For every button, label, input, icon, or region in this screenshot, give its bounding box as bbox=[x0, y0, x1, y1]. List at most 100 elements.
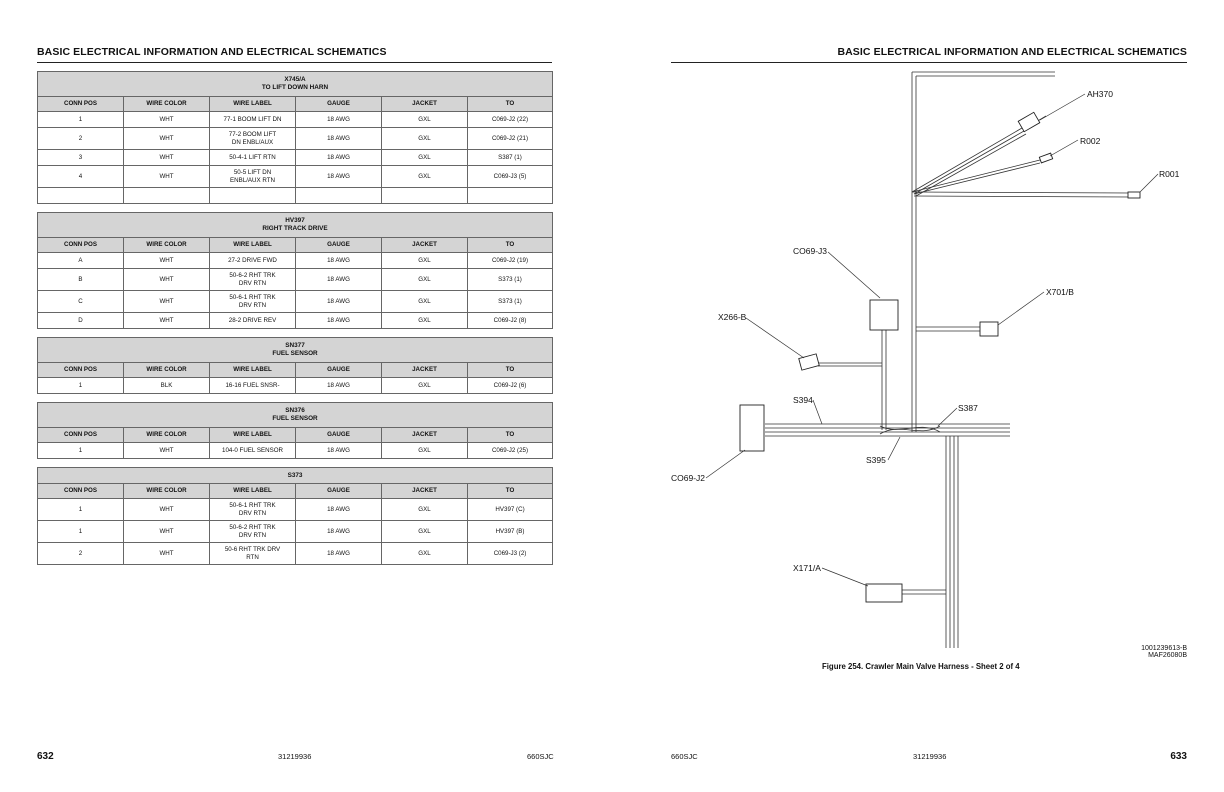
table-cell: WHT bbox=[123, 268, 210, 291]
table-cell: 1 bbox=[37, 377, 124, 394]
column-header: WIRE LABEL bbox=[209, 362, 296, 378]
column-header: GAUGE bbox=[295, 362, 382, 378]
column-header: TO bbox=[466, 96, 554, 112]
table-cell: 18 AWG bbox=[295, 542, 382, 565]
table-gap bbox=[37, 459, 552, 467]
table-cell: GXL bbox=[381, 127, 468, 150]
column-header: CONN POS bbox=[37, 427, 124, 443]
table-cell: 3 bbox=[37, 149, 124, 166]
table-title: S373 bbox=[36, 467, 554, 484]
table-cell: B bbox=[37, 268, 124, 291]
label-s394: S394 bbox=[793, 395, 813, 405]
table-cell bbox=[381, 187, 468, 204]
drawing-number-2: MAF26080B bbox=[1148, 652, 1187, 660]
label-ah370: AH370 bbox=[1087, 89, 1113, 99]
column-header: JACKET bbox=[381, 427, 468, 443]
leader-x701b bbox=[997, 291, 1045, 326]
column-header: WIRE COLOR bbox=[123, 96, 210, 112]
figure-caption: Figure 254. Crawler Main Valve Harness -… bbox=[822, 662, 1020, 671]
table-cell: GXL bbox=[381, 377, 468, 394]
table-cell: 50-5 LIFT DN ENBL/AUX RTN bbox=[209, 165, 296, 188]
column-header: TO bbox=[467, 427, 553, 443]
table-cell: GXL bbox=[381, 165, 468, 188]
r001-branch-wire bbox=[911, 191, 1131, 198]
table-cell: C bbox=[37, 290, 124, 313]
column-header: CONN POS bbox=[37, 237, 124, 253]
right-doc-number: 31219936 bbox=[913, 752, 947, 761]
table-cell: 18 AWG bbox=[295, 268, 382, 291]
left-model: 660SJC bbox=[527, 752, 554, 761]
table-cell: 18 AWG bbox=[295, 127, 382, 150]
right-model: 660SJC bbox=[671, 752, 698, 761]
table-cell: 77-1 BOOM LIFT DN bbox=[209, 111, 296, 128]
table-cell: 18 AWG bbox=[295, 149, 382, 166]
leader-r001 bbox=[1139, 173, 1159, 193]
table-cell: S373 (1) bbox=[466, 290, 554, 313]
table-cell: 104-0 FUEL SENSOR bbox=[209, 442, 296, 459]
leader-s395 bbox=[887, 436, 901, 461]
table-cell: 50-6-2 RHT TRK DRV RTN bbox=[209, 520, 296, 543]
column-header: JACKET bbox=[381, 362, 468, 378]
table-cell: 18 AWG bbox=[295, 498, 382, 521]
table-title-line1: SN377 bbox=[285, 342, 305, 349]
table-cell: GXL bbox=[381, 252, 468, 269]
table-cell: C069-J2 (21) bbox=[466, 127, 554, 150]
table-cell: 18 AWG bbox=[295, 520, 382, 543]
table-cell: 18 AWG bbox=[295, 252, 382, 269]
leader-co69j3 bbox=[827, 251, 881, 299]
table-title-line1: X745/A bbox=[284, 76, 306, 83]
column-header: CONN POS bbox=[37, 362, 124, 378]
r002-branch-wire bbox=[911, 159, 1041, 195]
label-r001: R001 bbox=[1159, 169, 1180, 179]
table-cell: GXL bbox=[381, 520, 468, 543]
table-cell: HV397 (C) bbox=[466, 498, 554, 521]
r001-connector bbox=[1127, 191, 1141, 199]
table-title-line2: FUEL SENSOR bbox=[272, 415, 318, 422]
table-cell: WHT bbox=[123, 127, 210, 150]
page-header-right: BASIC ELECTRICAL INFORMATION AND ELECTRI… bbox=[837, 46, 1187, 58]
table-cell: GXL bbox=[381, 149, 468, 166]
main-bundle-wire bbox=[765, 423, 1010, 437]
table-cell bbox=[209, 187, 296, 204]
table-cell: 50-6-2 RHT TRK DRV RTN bbox=[209, 268, 296, 291]
label-s395: S395 bbox=[866, 455, 886, 465]
table-gap bbox=[37, 394, 552, 402]
table-cell bbox=[295, 187, 382, 204]
x266-branch-wire bbox=[818, 362, 882, 367]
table-cell: GXL bbox=[381, 268, 468, 291]
column-header: CONN POS bbox=[37, 483, 124, 499]
ah370-connector bbox=[1017, 111, 1041, 133]
trunk-top-wire bbox=[912, 71, 1055, 77]
table-cell: D bbox=[37, 312, 124, 329]
header-rule-right bbox=[671, 62, 1187, 63]
table-cell: GXL bbox=[381, 498, 468, 521]
trunk-vertical-wire bbox=[911, 72, 917, 432]
table-cell: GXL bbox=[381, 312, 468, 329]
drawing-number-1: 1001239613-B bbox=[1141, 645, 1187, 652]
label-s387: S387 bbox=[958, 403, 978, 413]
table-cell: 18 AWG bbox=[295, 290, 382, 313]
table-cell: 16-16 FUEL SNSR- bbox=[209, 377, 296, 394]
table-title-line2: FUEL SENSOR bbox=[272, 350, 318, 357]
table-cell: 1 bbox=[37, 520, 124, 543]
x171a-connector bbox=[865, 583, 903, 603]
table-cell: WHT bbox=[123, 165, 210, 188]
table-cell: 2 bbox=[37, 127, 124, 150]
table-cell: 50-4-1 LIFT RTN bbox=[209, 149, 296, 166]
harness-diagram bbox=[705, 71, 1159, 648]
column-header: JACKET bbox=[381, 483, 468, 499]
twist-wires bbox=[879, 425, 941, 435]
column-header: GAUGE bbox=[295, 483, 382, 499]
leader-s394 bbox=[812, 399, 823, 425]
table-cell bbox=[466, 187, 554, 204]
column-header: WIRE LABEL bbox=[209, 427, 296, 443]
header-rule-left bbox=[37, 62, 552, 63]
